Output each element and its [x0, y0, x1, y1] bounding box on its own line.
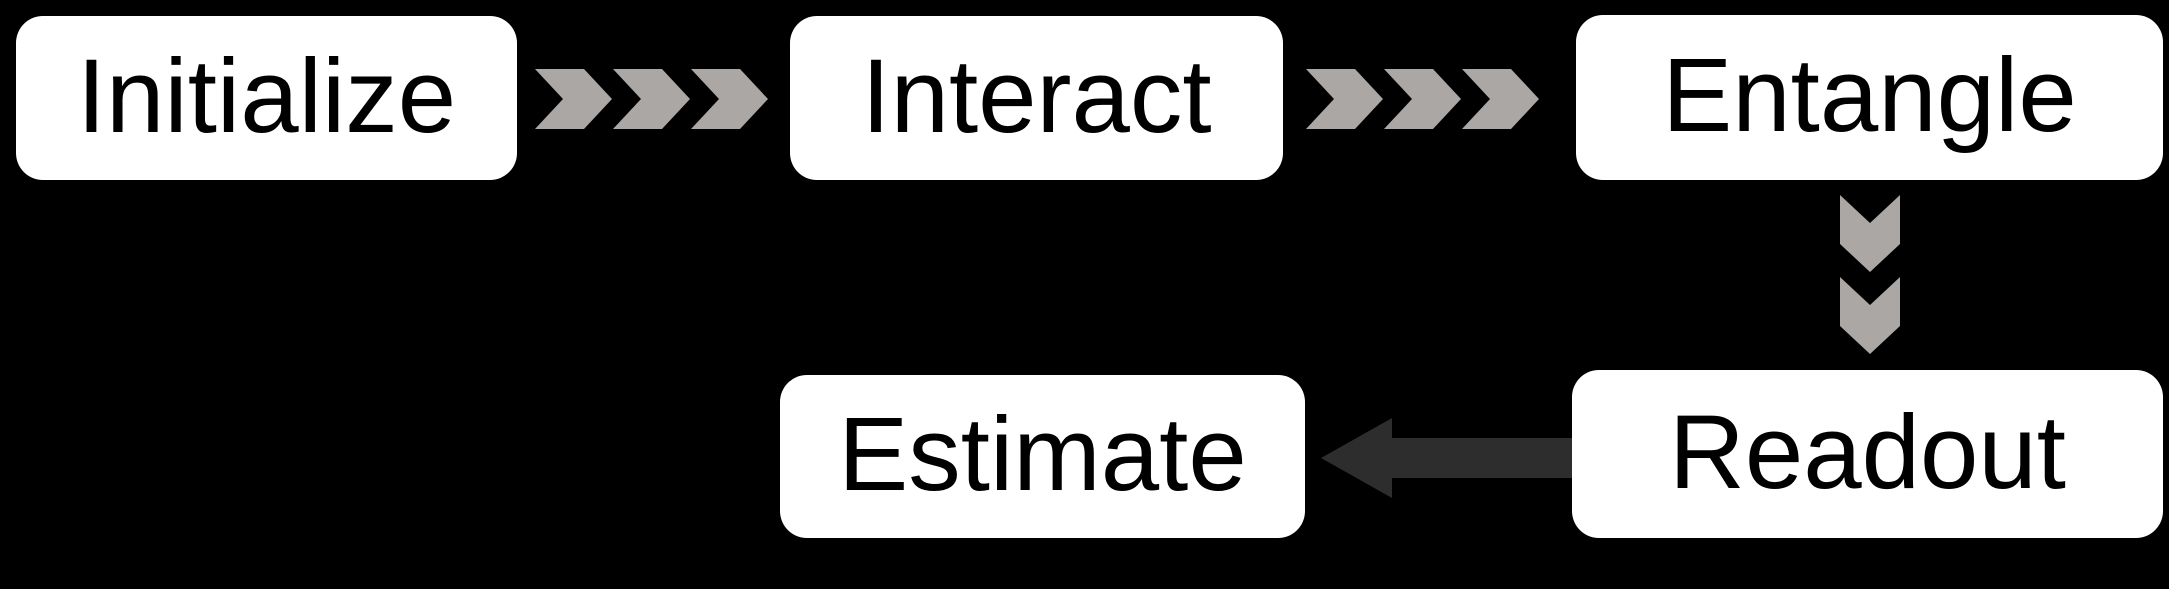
triple-chevron-right-icon [535, 69, 768, 129]
node-initialize-label: Initialize [76, 37, 457, 155]
node-initialize: Initialize [16, 16, 517, 180]
triple-chevron-right-icon [1306, 69, 1539, 129]
node-entangle-label: Entangle [1662, 37, 2077, 154]
double-chevron-down-icon [1840, 195, 1900, 354]
node-readout-label: Readout [1669, 393, 2066, 511]
node-interact: Interact [790, 16, 1283, 180]
node-interact-label: Interact [861, 37, 1212, 155]
node-estimate: Estimate [780, 375, 1305, 538]
node-estimate-label: Estimate [838, 396, 1247, 513]
node-readout: Readout [1572, 370, 2163, 538]
node-entangle: Entangle [1576, 15, 2163, 180]
block-arrow-left-icon [1321, 418, 1572, 498]
